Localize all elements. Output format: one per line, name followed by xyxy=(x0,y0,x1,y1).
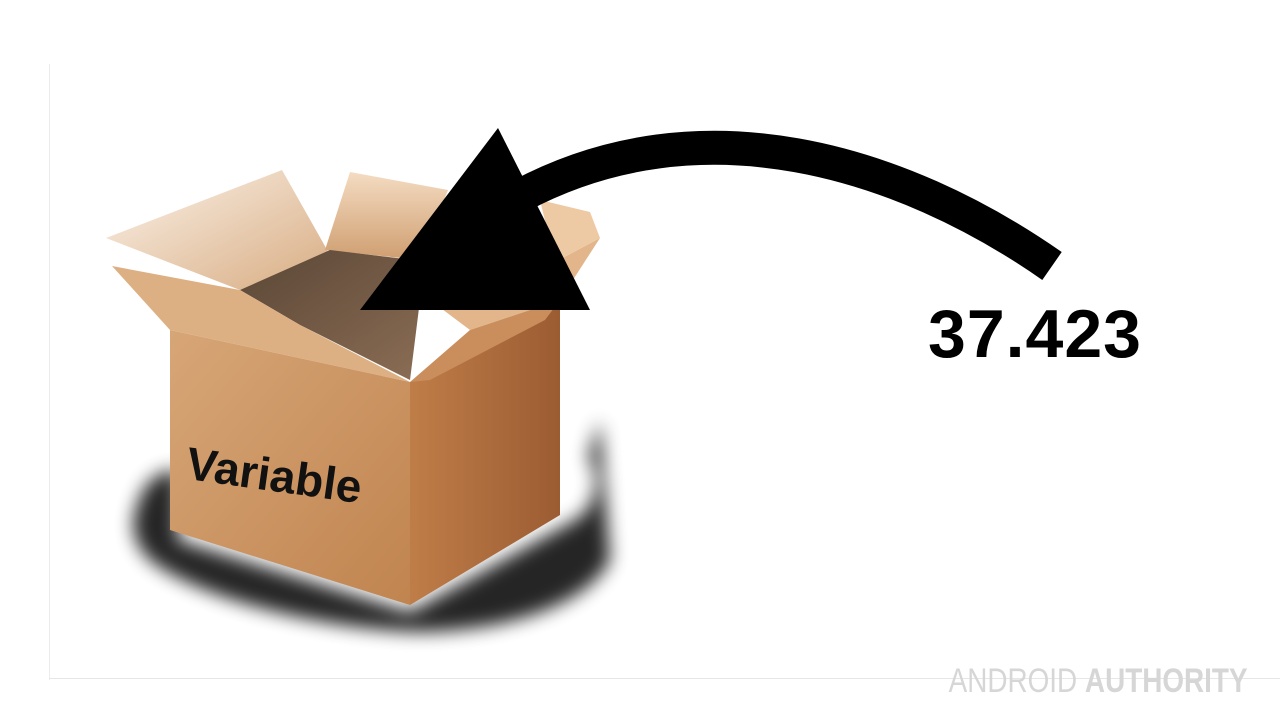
watermark-logo: ANDROID AUTHORITY xyxy=(949,664,1248,698)
curved-arrow-icon xyxy=(360,128,1062,310)
box-shadow xyxy=(133,420,610,632)
arrow-head xyxy=(360,128,590,310)
arrow-shaft xyxy=(512,130,1062,280)
frame-border-bottom xyxy=(49,678,1280,679)
watermark-part1: ANDROID xyxy=(949,662,1086,700)
box-side-face xyxy=(410,300,560,605)
box-flap-back-left xyxy=(106,170,330,290)
watermark-part2: AUTHORITY xyxy=(1085,662,1248,700)
value-label: 37.423 xyxy=(928,296,1142,372)
box-flap-front-right xyxy=(410,300,560,382)
box-front-face xyxy=(170,330,410,605)
box-flap-front-left xyxy=(112,266,410,382)
frame-border-left xyxy=(49,64,50,680)
